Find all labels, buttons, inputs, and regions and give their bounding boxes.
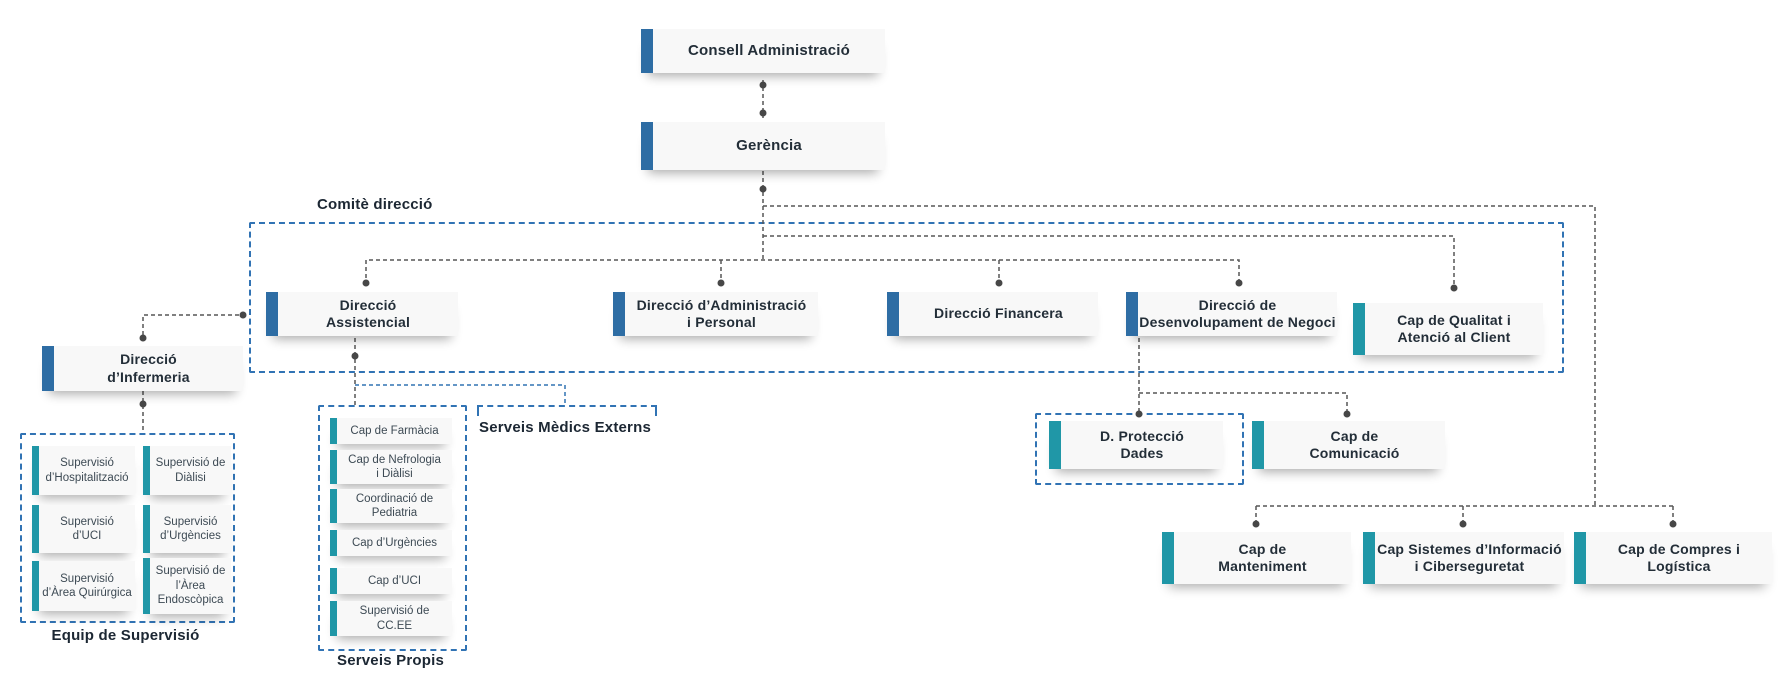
node-coordinacio-pediatria: Coordinació de Pediatria (330, 489, 452, 523)
node-cap-comunicacio: Cap de Comunicació (1252, 421, 1445, 469)
group-label-serveis-medics-externs: Serveis Mèdics Externs (479, 419, 651, 436)
node-cap-sistemes-informacio-ciberseguretat: Cap Sistemes d’Informació i Ciberseguret… (1363, 532, 1564, 584)
group-label-serveis-propis: Serveis Propis (336, 652, 445, 669)
node-cap-urgencies: Cap d’Urgències (330, 530, 452, 556)
group-label-comite-direccio: Comitè direcció (317, 196, 433, 213)
node-proteccio-dades: D. Protecció Dades (1049, 421, 1223, 469)
accent-bar (143, 446, 150, 495)
accent-bar (641, 29, 653, 73)
node-supervisio-urgencies: Supervisió d’Urgències (143, 505, 231, 553)
node-cap-manteniment: Cap de Manteniment (1162, 532, 1351, 584)
accent-bar (143, 558, 150, 614)
connector-dots (139, 81, 1677, 528)
accent-bar (1049, 421, 1061, 469)
group-serveis-medics-externs-bracket (477, 405, 657, 416)
accent-bar (887, 292, 899, 336)
accent-bar (1126, 292, 1138, 336)
group-equip-supervisio-frame (20, 433, 235, 623)
node-direccio-administracio-personal: Direcció d’Administració i Personal (613, 292, 818, 336)
node-gerencia: Gerència (641, 122, 885, 170)
group-label-equip-supervisio: Equip de Supervisió (51, 627, 200, 644)
accent-bar (330, 530, 337, 556)
connectors-blue (355, 384, 566, 404)
accent-bar (143, 505, 150, 553)
node-supervisio-ccee: Supervisió de CC.EE (330, 601, 452, 636)
node-consell-administracio: Consell Administració (641, 29, 885, 73)
accent-bar (613, 292, 625, 336)
accent-bar (32, 446, 39, 495)
node-supervisio-area-quirurgica: Supervisió d’Àrea Quirúrgica (32, 561, 135, 611)
node-supervisio-area-endoscopica: Supervisió de l’Àrea Endoscòpica (143, 558, 231, 614)
node-supervisio-hospitalitzacio: Supervisió d’Hospitalització (32, 446, 135, 495)
node-direccio-assistencial: Direcció Assistencial (266, 292, 458, 336)
node-cap-qualitat-atencio-client: Cap de Qualitat i Atenció al Client (1353, 303, 1543, 355)
accent-bar (330, 450, 337, 484)
node-direccio-infermeria: Direcció d’Infermeria (42, 346, 243, 391)
accent-bar (42, 346, 54, 391)
accent-bar (330, 489, 337, 523)
accent-bar (32, 505, 39, 553)
node-direccio-desenvolupament-negoci: Direcció de Desenvolupament de Negoci (1126, 292, 1337, 336)
node-cap-compres-logistica: Cap de Compres i Logística (1574, 532, 1772, 584)
node-cap-farmacia: Cap de Farmàcia (330, 418, 452, 444)
accent-bar (1353, 303, 1365, 355)
node-supervisio-dialisi: Supervisió de Diàlisi (143, 446, 231, 495)
node-direccio-financera: Direcció Financera (887, 292, 1098, 336)
node-cap-uci: Cap d’UCI (330, 568, 452, 594)
accent-bar (1574, 532, 1586, 584)
accent-bar (1252, 421, 1264, 469)
accent-bar (32, 561, 39, 611)
accent-bar (330, 601, 337, 636)
node-cap-nefrologia-dialisi: Cap de Nefrologia i Diàlisi (330, 450, 452, 484)
accent-bar (330, 418, 337, 444)
accent-bar (641, 122, 653, 170)
accent-bar (330, 568, 337, 594)
accent-bar (266, 292, 278, 336)
group-comite-direccio-frame (249, 222, 1564, 373)
accent-bar (1363, 532, 1375, 584)
group-serveis-propis-frame (318, 405, 467, 651)
node-supervisio-uci: Supervisió d’UCI (32, 505, 135, 553)
accent-bar (1162, 532, 1174, 584)
